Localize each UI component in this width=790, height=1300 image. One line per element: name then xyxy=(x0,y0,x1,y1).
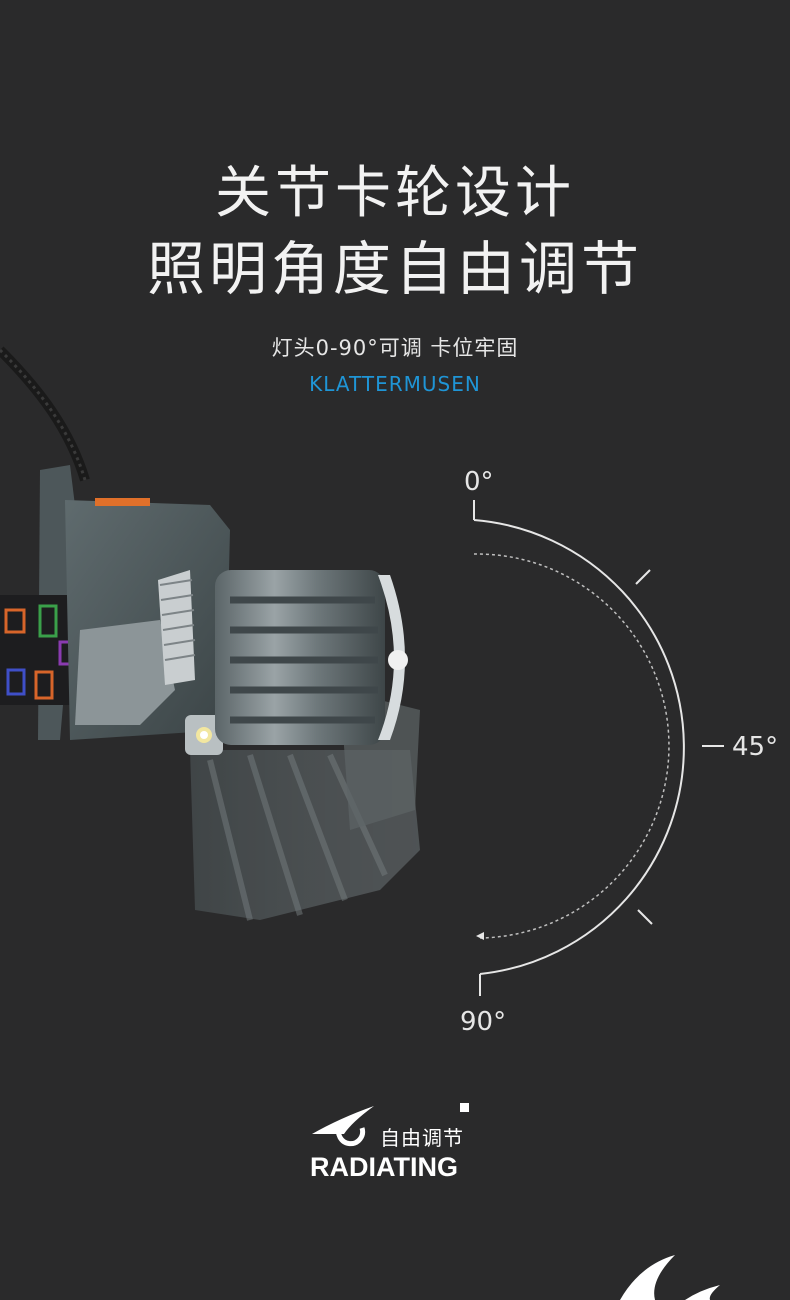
headlamp-image xyxy=(0,346,420,921)
subtitle: 灯头0-90°可调 卡位牢固 xyxy=(271,336,519,360)
top-decoration xyxy=(540,0,740,6)
outer-arc xyxy=(473,519,685,975)
bottom-decoration xyxy=(620,1255,720,1300)
angle-label-90: 90° xyxy=(460,1007,506,1037)
arrow-left-icon xyxy=(476,932,484,940)
angle-dial: 0° 45° 90° xyxy=(460,467,778,1037)
headline-line-2: 照明角度自由调节 xyxy=(146,235,643,303)
badge-title: 自由调节 xyxy=(380,1126,464,1150)
angle-label-45: 45° xyxy=(732,732,778,762)
angle-label-0: 0° xyxy=(464,467,494,497)
inner-arc xyxy=(473,553,670,939)
feature-badge: 自由调节 RADIATING xyxy=(310,1100,490,1190)
swoosh-logo-icon xyxy=(312,1106,374,1147)
brand-name: KLATTERMUSEN xyxy=(309,372,481,396)
badge-subtitle: RADIATING xyxy=(310,1152,458,1182)
headline-line-1: 关节卡轮设计 xyxy=(215,161,575,226)
badge-square-icon xyxy=(460,1103,469,1112)
